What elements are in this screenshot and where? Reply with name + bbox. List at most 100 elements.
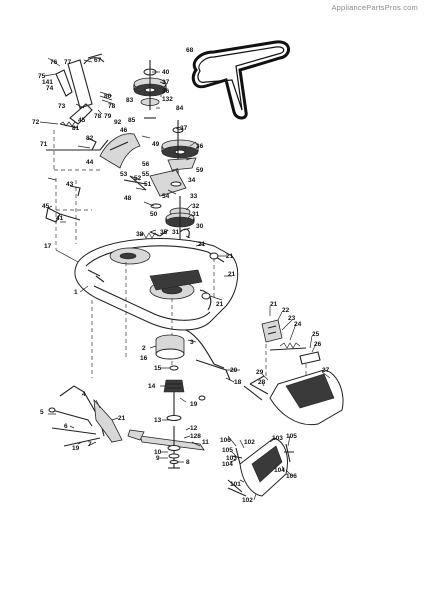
callout-5: 5 xyxy=(40,409,44,416)
callout-102: 102 xyxy=(244,439,255,446)
callout-141: 141 xyxy=(42,79,53,86)
callout-79: 79 xyxy=(104,113,112,120)
callout-59: 59 xyxy=(196,167,204,174)
callout-9: 9 xyxy=(156,455,160,462)
callout-104: 104 xyxy=(222,461,233,468)
callout-21e: 21 xyxy=(270,301,278,308)
callout-74: 74 xyxy=(46,85,54,92)
callout-21f: 21 xyxy=(118,415,126,422)
callout-78: 78 xyxy=(108,103,116,110)
callout-84: 84 xyxy=(176,105,184,112)
callout-40: 40 xyxy=(162,69,170,76)
belt-drawing xyxy=(191,40,290,120)
callout-56: 56 xyxy=(142,161,150,168)
callout-77: 77 xyxy=(64,59,72,66)
callout-101: 101 xyxy=(230,481,241,488)
idler-arm xyxy=(99,133,141,169)
callout-23: 23 xyxy=(288,315,296,322)
left-rods xyxy=(45,178,92,250)
callout-33: 33 xyxy=(190,193,198,200)
upper-left-linkage xyxy=(46,53,115,171)
callout-76: 76 xyxy=(50,59,58,66)
callout-28: 28 xyxy=(258,379,266,386)
callout-81: 81 xyxy=(72,125,80,132)
callout-20: 20 xyxy=(230,367,238,374)
callout-25: 25 xyxy=(312,331,320,338)
callout-80: 80 xyxy=(104,93,112,100)
callout-85: 85 xyxy=(128,117,136,124)
callout-105: 105 xyxy=(286,433,297,440)
callout-18: 18 xyxy=(234,379,242,386)
callout-45: 45 xyxy=(78,117,86,124)
callout-105b: 105 xyxy=(222,447,233,454)
discharge-chute xyxy=(243,369,344,426)
callout-34: 34 xyxy=(188,177,196,184)
callout-37: 37 xyxy=(162,79,170,86)
callout-14: 14 xyxy=(148,383,156,390)
callout-13: 13 xyxy=(154,417,162,424)
callout-54: 54 xyxy=(162,193,170,200)
callout-106b: 106 xyxy=(286,473,297,480)
callout-38: 38 xyxy=(136,231,144,238)
right-bracket-assembly xyxy=(261,319,321,392)
callout-16: 16 xyxy=(140,355,148,362)
callout-37b: 37 xyxy=(180,125,188,132)
callout-3: 3 xyxy=(190,339,194,346)
callout-24: 24 xyxy=(294,321,302,328)
mower-deck-housing xyxy=(74,238,239,378)
callout-21: 21 xyxy=(198,241,206,248)
callout-2: 2 xyxy=(142,345,146,352)
callout-12: 12 xyxy=(190,425,198,432)
callout-45b: 45 xyxy=(42,203,50,210)
callout-68: 68 xyxy=(186,47,194,54)
callout-43: 43 xyxy=(66,181,74,188)
blade-spindle xyxy=(155,334,185,421)
callout-26: 26 xyxy=(314,341,322,348)
callout-21b: 21 xyxy=(226,253,234,260)
callout-27: 27 xyxy=(322,367,330,374)
callout-6: 6 xyxy=(64,423,68,430)
callout-11: 11 xyxy=(202,439,209,446)
callout-36: 36 xyxy=(162,88,170,95)
callout-46: 46 xyxy=(120,127,128,134)
idler-bracket-assembly xyxy=(123,169,195,240)
callout-52: 52 xyxy=(134,175,142,182)
callout-49: 49 xyxy=(152,141,160,148)
callout-132: 132 xyxy=(162,96,173,103)
mulch-guard xyxy=(227,437,294,497)
callout-51: 51 xyxy=(144,181,152,188)
callout-104b: 104 xyxy=(274,467,285,474)
callout-75: 75 xyxy=(38,73,46,80)
tension-spring xyxy=(139,228,190,239)
callout-78b: 78 xyxy=(94,113,102,120)
callout-92: 92 xyxy=(114,119,122,126)
callout-55: 55 xyxy=(142,171,150,178)
callout-36b: 36 xyxy=(196,143,204,150)
callout-35: 35 xyxy=(160,229,168,236)
upper-pulley-stack xyxy=(133,60,167,119)
callout-1: 1 xyxy=(74,289,78,296)
callout-21d: 21 xyxy=(216,301,224,308)
leader-lines xyxy=(39,57,331,501)
callout-44: 44 xyxy=(86,159,94,166)
callout-48: 48 xyxy=(124,195,132,202)
site-watermark: AppliancePartsPros.com xyxy=(331,3,418,12)
callout-128: 128 xyxy=(190,433,201,440)
callout-17: 17 xyxy=(44,243,52,250)
mower-blade xyxy=(127,426,205,469)
callout-31b: 31 xyxy=(172,229,180,236)
callout-30: 30 xyxy=(196,223,204,230)
callout-4: 4 xyxy=(82,391,86,398)
callout-103b: 103 xyxy=(226,455,237,462)
callout-73: 73 xyxy=(58,103,66,110)
callout-15: 15 xyxy=(154,365,162,372)
callout-8: 8 xyxy=(186,459,190,466)
callout-7: 7 xyxy=(88,441,92,448)
middle-pulley-stack xyxy=(161,120,199,176)
callout-31: 31 xyxy=(192,211,200,218)
callout-103: 103 xyxy=(272,435,283,442)
callout-10: 10 xyxy=(154,449,162,456)
callout-21c: 21 xyxy=(228,271,236,278)
